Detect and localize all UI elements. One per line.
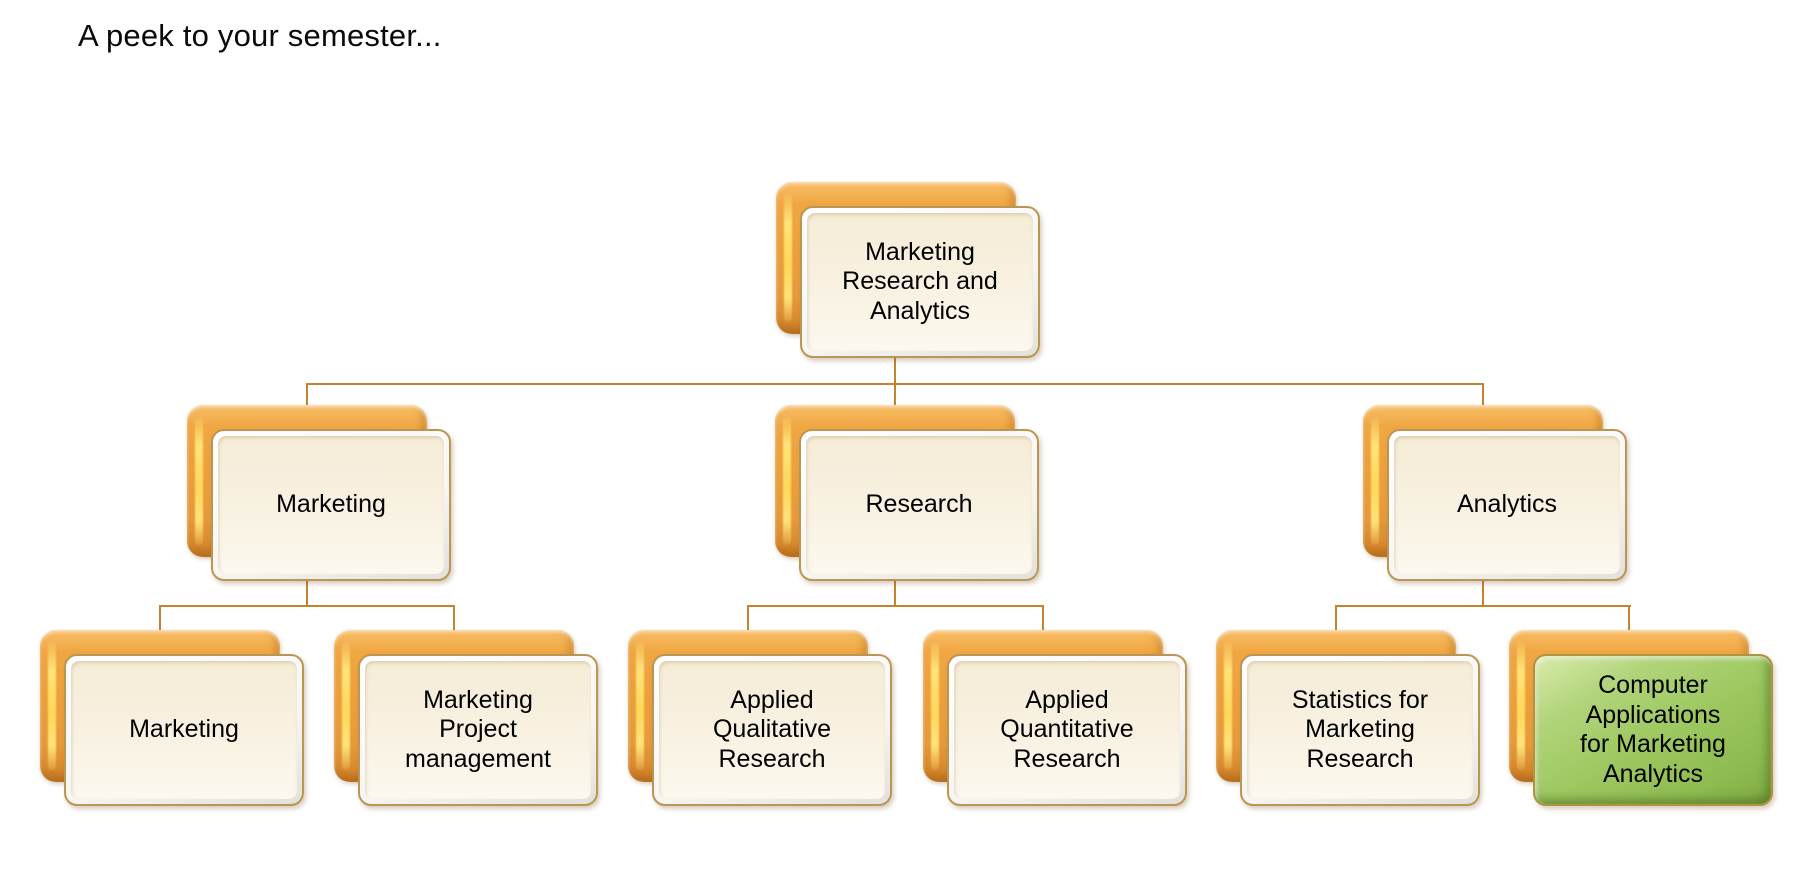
node-label: Marketing Project management	[405, 685, 551, 773]
connector-drop-l3-4	[1042, 605, 1044, 634]
connector-drop-l3-5	[1335, 605, 1337, 634]
org-node-l3-marketing-project-management: Marketing Project management	[334, 630, 598, 806]
connector-root-stub	[894, 334, 896, 384]
node-face: Statistics for Marketing Research	[1240, 654, 1480, 806]
org-node-marketing: Marketing	[187, 405, 451, 581]
node-face: Marketing	[211, 429, 451, 581]
org-node-l3-applied-qualitative-research: Applied Qualitative Research	[628, 630, 892, 806]
node-label: Statistics for Marketing Research	[1291, 685, 1429, 773]
node-face: Research	[799, 429, 1039, 581]
connector-drop-research	[894, 383, 896, 409]
org-node-l3-statistics-for-marketing-research: Statistics for Marketing Research	[1216, 630, 1480, 806]
node-label: Marketing	[276, 490, 386, 519]
node-label: Applied Qualitative Research	[712, 685, 832, 773]
node-label: Applied Quantitative Research	[1000, 685, 1134, 773]
node-label: Research	[865, 490, 973, 519]
org-node-l3-marketing: Marketing	[40, 630, 304, 806]
connector-research-bus	[747, 605, 1044, 607]
connector-drop-l3-1	[159, 605, 161, 634]
org-node-root: Marketing Research and Analytics	[776, 182, 1040, 358]
connector-drop-l3-3	[747, 605, 749, 634]
node-face: Applied Qualitative Research	[652, 654, 892, 806]
org-node-l3-computer-applications-for-marketing-analytics: Computer Applications for Marketing Anal…	[1509, 630, 1773, 806]
connector-drop-l3-6	[1628, 605, 1630, 634]
node-label: Analytics	[1456, 490, 1558, 519]
org-node-analytics: Analytics	[1363, 405, 1627, 581]
connector-drop-l3-2	[453, 605, 455, 634]
connector-analytics-stub	[1482, 557, 1484, 607]
node-label: Marketing Research and Analytics	[842, 237, 998, 325]
connector-marketing-bus	[159, 605, 455, 607]
node-face: Marketing	[64, 654, 304, 806]
node-face: Analytics	[1387, 429, 1627, 581]
connector-drop-marketing	[306, 383, 308, 409]
org-node-l3-applied-quantitative-research: Applied Quantitative Research	[923, 630, 1187, 806]
node-face: Computer Applications for Marketing Anal…	[1533, 654, 1773, 806]
slide-title: A peek to your semester...	[78, 18, 442, 53]
node-face: Marketing Project management	[358, 654, 598, 806]
connector-marketing-stub	[306, 557, 308, 607]
node-face: Applied Quantitative Research	[947, 654, 1187, 806]
connector-analytics-bus	[1335, 605, 1631, 607]
node-label: Marketing	[129, 715, 239, 744]
node-face: Marketing Research and Analytics	[800, 206, 1040, 358]
node-label: Computer Applications for Marketing Anal…	[1580, 671, 1726, 788]
org-node-research: Research	[775, 405, 1039, 581]
connector-research-stub	[894, 557, 896, 607]
connector-drop-analytics	[1482, 383, 1484, 409]
